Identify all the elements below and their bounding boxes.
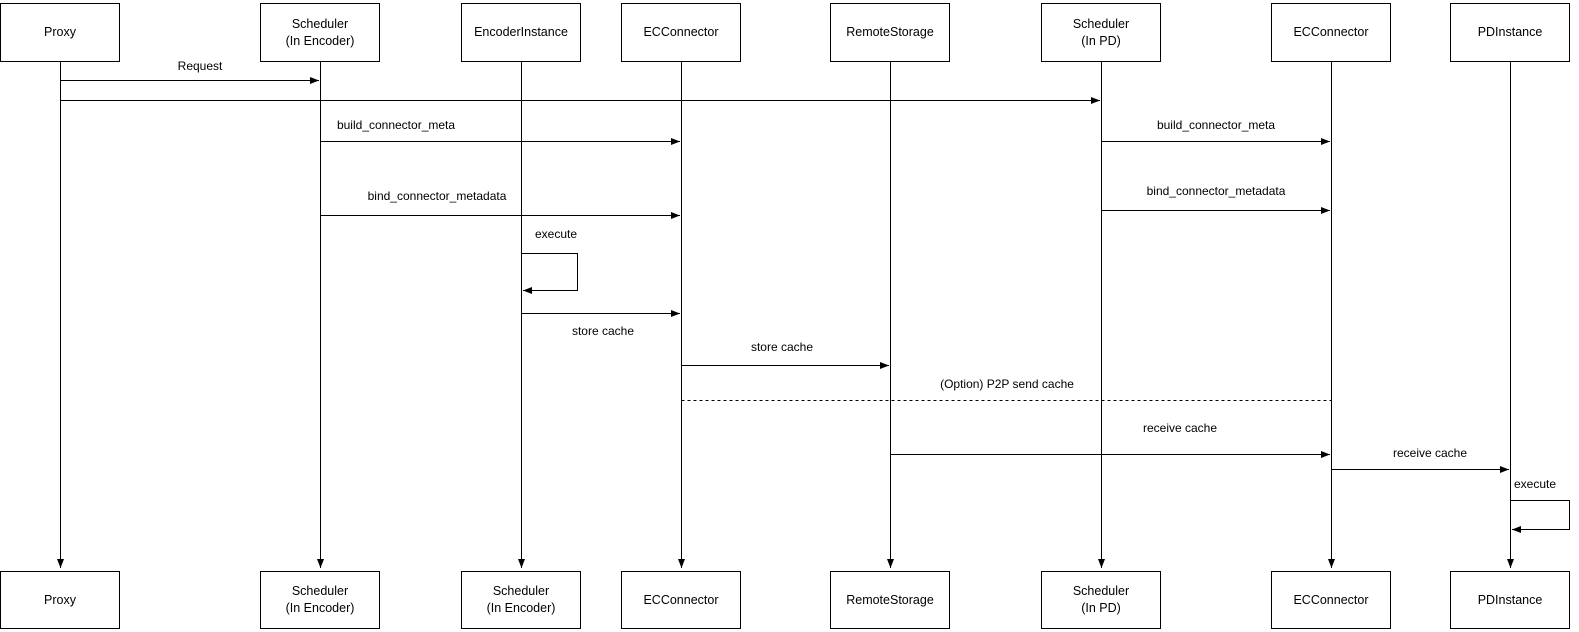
footer-remote-storage: RemoteStorage bbox=[830, 571, 950, 629]
footer-label: Scheduler (In Encoder) bbox=[486, 584, 556, 615]
footer-scheduler-encoder-1: Scheduler (In Encoder) bbox=[260, 571, 380, 629]
message-label-bind-connector-metadata-right: bind_connector_metadata bbox=[1146, 184, 1286, 198]
participant-label: EncoderInstance bbox=[474, 25, 568, 40]
footer-proxy: Proxy bbox=[0, 571, 120, 629]
participant-label: Scheduler (In Encoder) bbox=[285, 16, 355, 48]
footer-scheduler-pd: Scheduler (In PD) bbox=[1041, 571, 1161, 629]
message-label-execute-encoder: execute bbox=[535, 227, 578, 241]
participant-label: PDInstance bbox=[1477, 25, 1543, 40]
footer-pd-instance: PDInstance bbox=[1450, 571, 1570, 629]
footer-ec-connector-2: ECConnector bbox=[1271, 571, 1391, 629]
footer-label: Proxy bbox=[44, 592, 76, 607]
footer-label: Scheduler (In PD) bbox=[1072, 584, 1130, 615]
self-loop-execute-pd bbox=[1510, 500, 1570, 533]
participant-ec-connector-1: ECConnector bbox=[621, 3, 741, 62]
participant-scheduler-encoder: Scheduler (In Encoder) bbox=[260, 3, 380, 62]
footer-label: ECConnector bbox=[1293, 592, 1369, 607]
participant-label: Scheduler (In PD) bbox=[1072, 16, 1130, 48]
footer-label: Scheduler (In Encoder) bbox=[285, 584, 355, 615]
footer-label: PDInstance bbox=[1477, 592, 1543, 607]
participant-label: ECConnector bbox=[643, 25, 719, 40]
participant-pd-instance: PDInstance bbox=[1450, 3, 1570, 62]
message-label-store-cache-encoder-to-ec: store cache bbox=[571, 324, 635, 338]
footer-label: ECConnector bbox=[643, 592, 719, 607]
participant-proxy: Proxy bbox=[0, 3, 120, 62]
message-label-receive-cache-ec-to-pd: receive cache bbox=[1392, 446, 1468, 460]
message-label-store-cache-ec-to-remote: store cache bbox=[750, 340, 814, 354]
participant-remote-storage: RemoteStorage bbox=[830, 3, 950, 62]
message-label-receive-cache-remote-to-ec: receive cache bbox=[1142, 421, 1218, 435]
participant-scheduler-pd: Scheduler (In PD) bbox=[1041, 3, 1161, 62]
participant-encoder-instance: EncoderInstance bbox=[461, 3, 581, 62]
participant-ec-connector-2: ECConnector bbox=[1271, 3, 1391, 62]
participant-label: ECConnector bbox=[1293, 25, 1369, 40]
message-label-p2p-send-cache: (Option) P2P send cache bbox=[940, 377, 1074, 391]
message-label-request: Request bbox=[177, 59, 223, 73]
message-label-bind-connector-metadata-left: bind_connector_metadata bbox=[367, 189, 507, 203]
footer-ec-connector-1: ECConnector bbox=[621, 571, 741, 629]
footer-label: RemoteStorage bbox=[846, 592, 934, 607]
participant-label: RemoteStorage bbox=[846, 25, 934, 40]
message-label-build-connector-meta-right: build_connector_meta bbox=[1156, 118, 1276, 132]
self-loop-execute-encoder bbox=[521, 253, 578, 294]
message-label-build-connector-meta-left: build_connector_meta bbox=[336, 118, 456, 132]
message-label-execute-pd: execute bbox=[1514, 477, 1557, 491]
participant-label: Proxy bbox=[44, 25, 76, 40]
footer-scheduler-encoder-2: Scheduler (In Encoder) bbox=[461, 571, 581, 629]
